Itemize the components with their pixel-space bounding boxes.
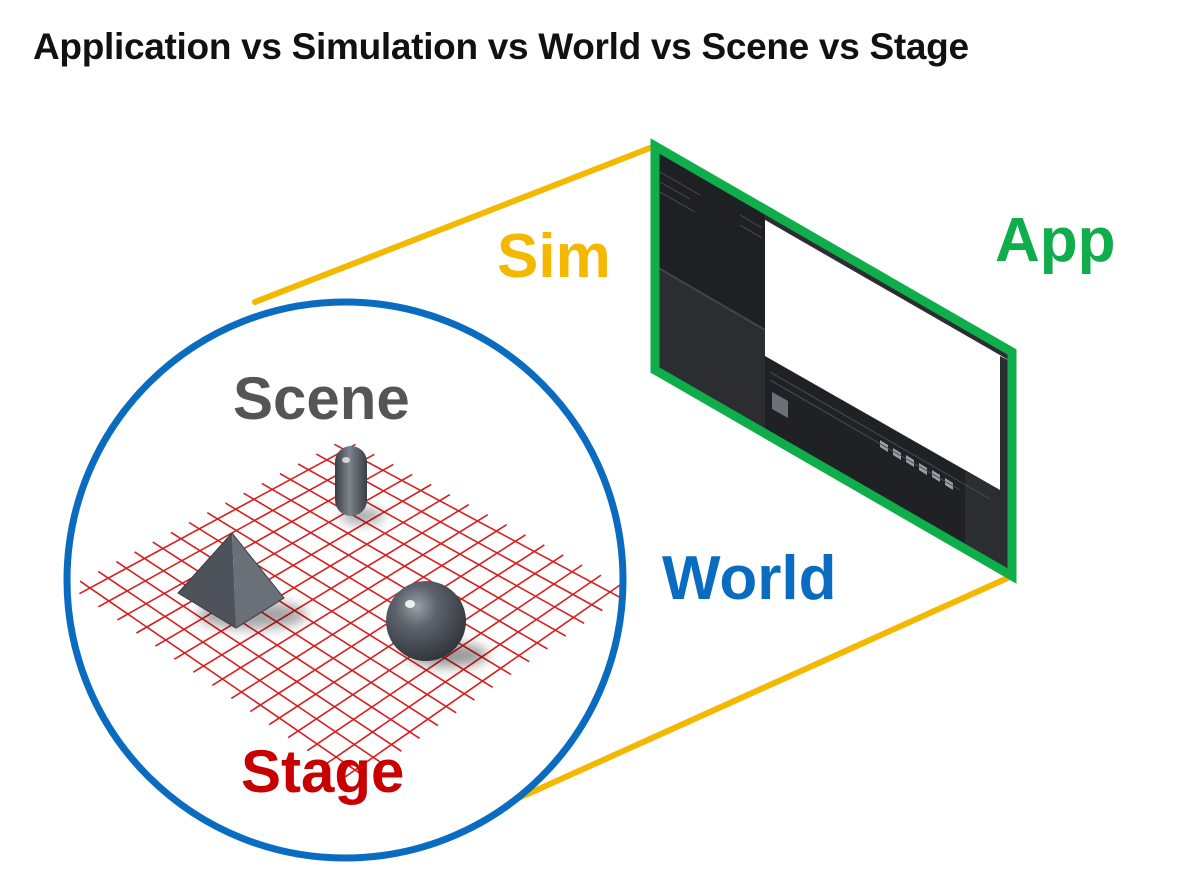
grid-line (325, 574, 602, 765)
stage-label: Stage (241, 738, 405, 805)
sphere-object (386, 581, 488, 667)
app-label: App (995, 206, 1116, 275)
sim-frustum-top-line (252, 143, 658, 305)
page-title: Application vs Simulation vs World vs Sc… (33, 26, 969, 67)
grid-line (344, 584, 621, 778)
world-label: World (662, 544, 837, 613)
sim-frustum-bottom-line (467, 573, 1015, 823)
app-window (650, 138, 1017, 584)
world-circle (63, 298, 627, 862)
scene-label: Scene (233, 365, 410, 432)
grid-line (334, 443, 621, 599)
capsule-object (335, 446, 384, 524)
pyramid-object (177, 532, 307, 629)
sim-label: Sim (497, 222, 611, 291)
